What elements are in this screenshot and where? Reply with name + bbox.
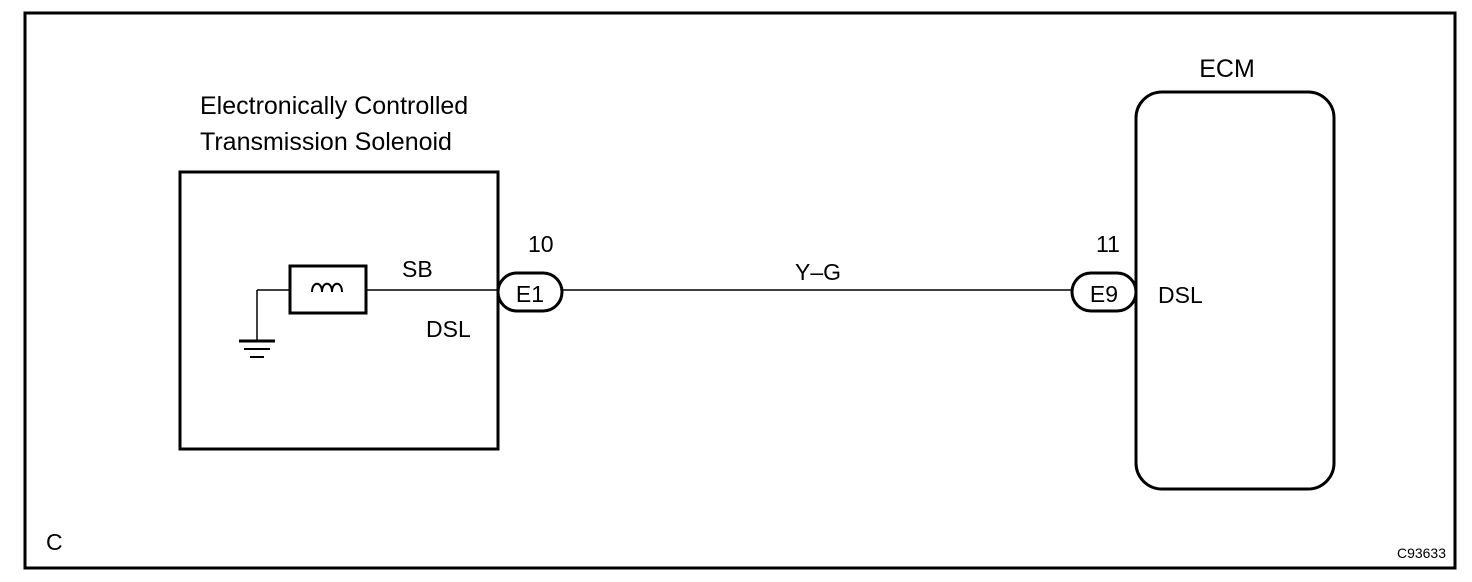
connector-right-code: E9: [1090, 281, 1118, 307]
connector-left-pin: 10: [528, 231, 554, 257]
wire-color-code: Y–G: [795, 259, 841, 285]
connector-right-pin: 11: [1096, 231, 1120, 257]
ecm-terminal-dsl: DSL: [1158, 282, 1203, 308]
solenoid-coil-icon: [288, 264, 368, 315]
ground-icon: [239, 290, 275, 358]
connector-left-code: E1: [516, 281, 544, 307]
solenoid-box: [178, 170, 500, 451]
ecm-title: ECM: [1199, 55, 1255, 83]
connector-left-body: [496, 271, 564, 313]
ecm-box: [1134, 90, 1336, 491]
diagram-frame: [23, 11, 1457, 570]
solenoid-title-line1: Electronically Controlled: [200, 92, 468, 120]
solenoid-title-line2: Transmission Solenoid: [200, 128, 452, 156]
figure-code: C93633: [1397, 545, 1446, 561]
solenoid-terminal-sb: SB: [402, 256, 433, 282]
corner-letter: C: [46, 529, 63, 555]
solenoid-terminal-dsl: DSL: [426, 316, 471, 342]
